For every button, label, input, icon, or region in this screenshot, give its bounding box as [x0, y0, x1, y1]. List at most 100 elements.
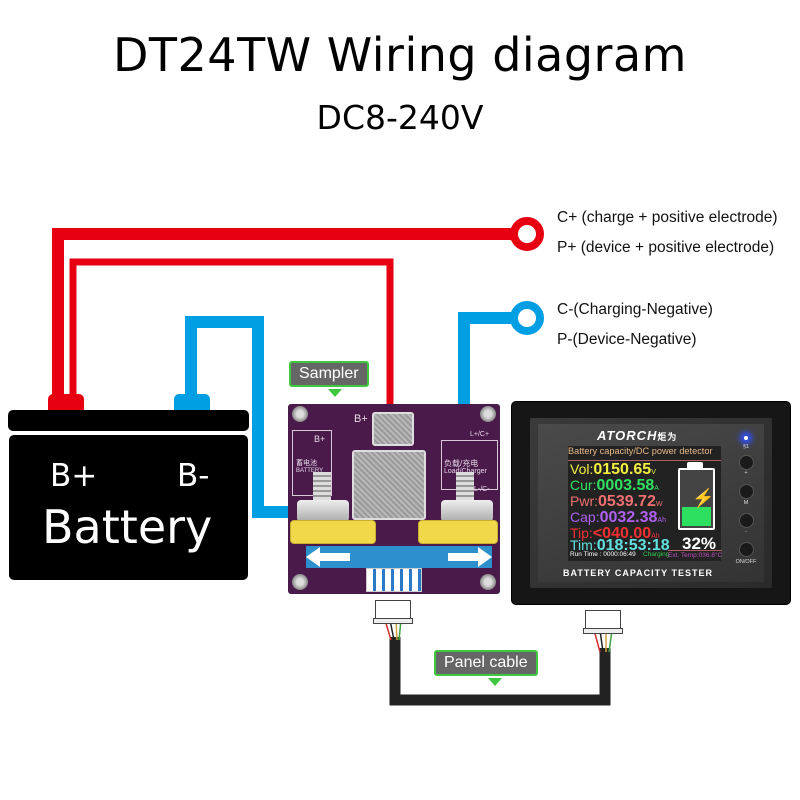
arrow-right-icon: [478, 547, 492, 567]
readout-label: Vol: [570, 461, 590, 477]
sampler-callout-pointer: [328, 389, 342, 397]
battery-level-outline: ⚡: [678, 468, 715, 530]
readout-power: Pwr:0539.72W: [570, 493, 663, 510]
battery-bus-bar: [290, 520, 376, 544]
legend-negative-device: P-(Device-Negative): [557, 331, 697, 348]
charging-status: Charging: [643, 551, 670, 558]
battery-positive-terminal: [48, 394, 84, 410]
external-temperature: Ext. Temp:036.8°C: [668, 550, 723, 559]
arrow-left-shaft: [320, 553, 350, 561]
positive-ring-terminal-icon: [510, 217, 544, 251]
led-label: §1: [742, 444, 750, 450]
panel-connector-socket: [366, 568, 422, 592]
readout-label: Cap: [570, 509, 596, 525]
readout-capacity: Cap:0032.38Ah: [570, 509, 666, 526]
board-battery-cn-label: 蓄电池: [296, 460, 317, 467]
red-wire-inner: [69, 258, 394, 415]
readout-value: 018:53:18: [596, 537, 670, 554]
battery-name-label: Battery: [42, 500, 213, 554]
battery-positive-label: B+: [50, 458, 98, 494]
load-bolt: [456, 472, 474, 502]
power-button[interactable]: [739, 542, 754, 557]
brand-name: ATORCH: [597, 428, 658, 443]
board-bplus-side-label: B+: [314, 434, 326, 444]
mode-button[interactable]: [739, 484, 754, 499]
screw-icon: [292, 574, 308, 590]
board-load-neg-label: L-/C-: [474, 486, 490, 493]
run-time: Run Time : 0000:06:49: [570, 551, 636, 558]
cable-plug-left: [375, 600, 411, 620]
readout-tip: Tip:<040.00Ah: [570, 525, 660, 542]
legend-positive-charge: C+ (charge + positive electrode): [557, 209, 778, 226]
bplus-bolt-terminal: [372, 412, 414, 446]
battery-nut: [297, 500, 349, 522]
readout-label: Pwr: [570, 493, 595, 509]
readout-value: <040.00: [592, 525, 652, 542]
legend-negative-charge: C-(Charging-Negative): [557, 301, 713, 318]
tester-label: BATTERY CAPACITY TESTER: [562, 568, 713, 578]
load-nut: [441, 500, 493, 522]
readout-time: Tim:018:53:18: [570, 537, 670, 554]
readout-current: Cur:0003.58A: [570, 477, 659, 494]
red-wire-outer: [52, 228, 513, 400]
brand-name-cn: 炬为: [657, 432, 678, 442]
board-load-en-label: Load/Charger: [444, 468, 487, 475]
panel-cable-wire: [389, 637, 611, 706]
power-button-label: ON/OFF: [735, 559, 757, 565]
readout-voltage: Vol:0150.65V: [570, 461, 656, 478]
arrow-right-shaft: [448, 553, 478, 561]
diagram-title: DT24TW Wiring diagram: [113, 28, 687, 82]
screw-icon: [480, 574, 496, 590]
board-bplus-top-label: B+: [354, 413, 368, 425]
screw-icon: [480, 406, 496, 422]
sampler-callout: Sampler: [289, 361, 369, 387]
readout-value: 0032.38: [599, 509, 658, 526]
readout-label: Tip: [570, 525, 589, 541]
plus-button[interactable]: [739, 455, 754, 470]
mode-button-label: M: [743, 500, 749, 506]
minus-button-label: -: [745, 529, 747, 535]
voltage-range-subtitle: DC8-240V: [316, 98, 484, 137]
panel-cable-callout-pointer: [488, 678, 502, 686]
cable-plug-left-flange: [373, 618, 413, 624]
board-battery-en-label: BATTERY: [296, 468, 324, 474]
battery-level-fill: [682, 507, 711, 526]
readout-label: Tim: [570, 537, 593, 553]
readout-unit: Ah: [657, 517, 666, 524]
readout-unit: W: [655, 501, 663, 508]
arrow-left-icon: [306, 547, 320, 567]
battery-lid: [8, 410, 249, 431]
plus-button-label: +: [744, 470, 748, 476]
shunt-module: [352, 450, 426, 520]
readout-unit: V: [651, 469, 656, 476]
blue-wire-battery: [185, 316, 300, 518]
screw-icon: [292, 406, 308, 422]
readout-unit: A: [654, 485, 659, 492]
load-bus-bar: [418, 520, 498, 544]
panel-cable-callout: Panel cable: [434, 650, 538, 676]
readout-value: 0003.58: [596, 477, 655, 494]
battery-percent: 32%: [681, 534, 717, 553]
cable-plug-right: [585, 610, 621, 630]
board-load-pos-label: L+/C+: [470, 431, 490, 438]
cable-plug-right-flange: [583, 628, 623, 634]
readout-value: 0150.65: [593, 461, 652, 478]
minus-button[interactable]: [739, 513, 754, 528]
screen-header: Battery capacity/DC power detector: [568, 446, 721, 461]
battery-icon: [9, 435, 248, 580]
battery-level-icon: ⚡: [676, 460, 718, 534]
charging-bolt-icon: ⚡: [692, 488, 715, 508]
battery-bolt: [313, 472, 331, 502]
battery-terminal-box: [292, 430, 332, 496]
legend-positive-device: P+ (device + positive electrode): [557, 239, 775, 256]
battery-negative-terminal: [174, 394, 210, 410]
battery-level-cap: [687, 462, 703, 468]
board-load-cn-label: 负载/充电: [444, 459, 479, 468]
brand-logo: ATORCH炬为: [597, 428, 677, 443]
readout-label: Cur: [570, 477, 593, 493]
readout-value: 0539.72: [598, 493, 656, 510]
power-led-icon: [744, 436, 748, 440]
battery-negative-label: B-: [177, 458, 210, 494]
negative-ring-terminal-icon: [510, 301, 544, 335]
